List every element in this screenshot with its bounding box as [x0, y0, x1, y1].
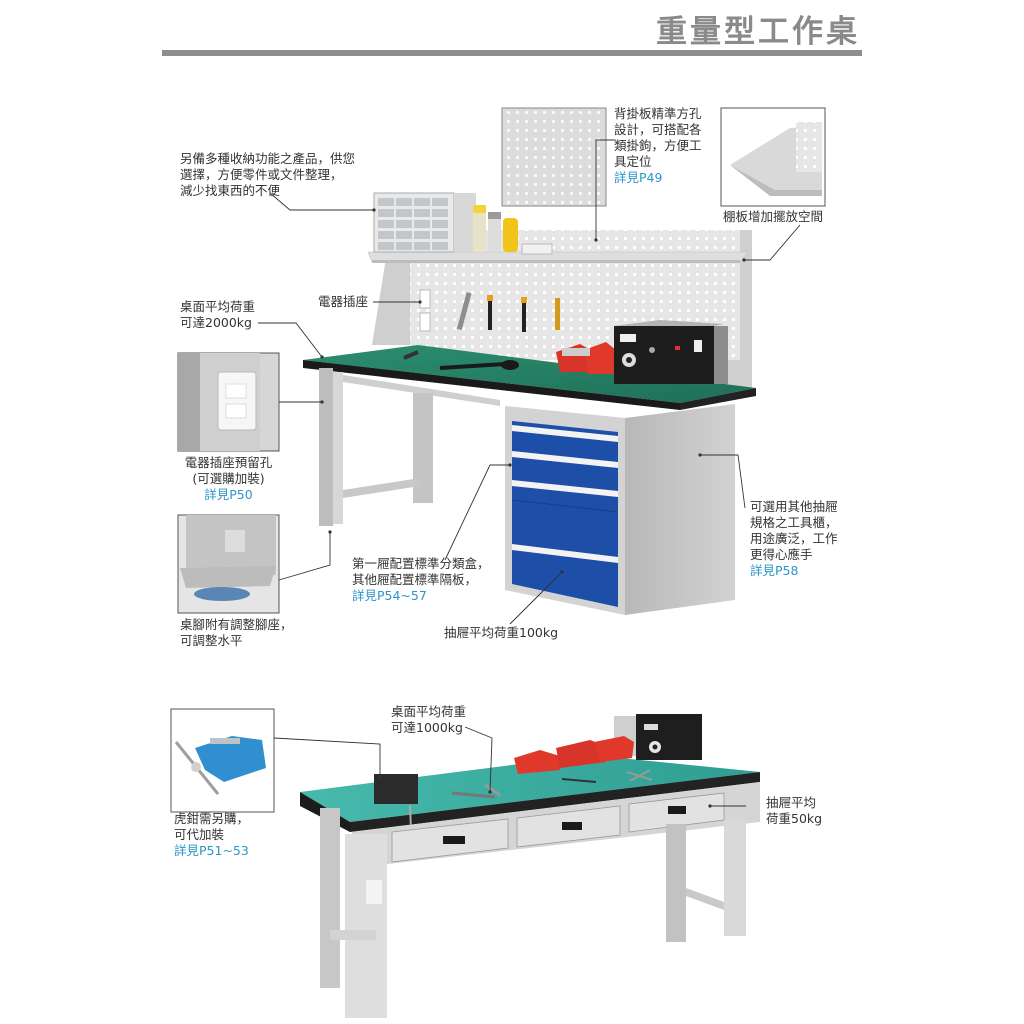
callout-line: 其他屜配置標準隔板，: [352, 572, 478, 587]
callout-line: 虎鉗需另購，: [174, 811, 250, 826]
callout-cabinet-options: 可選用其他抽屜 規格之工具櫃， 用途廣泛，工作 更得心應手 詳見P58: [750, 499, 838, 579]
callout-line: 減少找東西的不便: [180, 183, 281, 198]
shelf-thumbnail: [720, 107, 826, 207]
leader-lines: [258, 139, 801, 807]
drawer-apron: [352, 782, 760, 868]
page-reference-link[interactable]: 詳見P49: [614, 170, 663, 185]
page-reference-link[interactable]: 詳見P58: [750, 563, 799, 578]
leveler-thumbnail: [177, 514, 280, 614]
callout-vise: 虎鉗需另購， 可代加裝 詳見P51~53: [174, 811, 249, 859]
pegboard-thumbnail: [501, 107, 607, 207]
callout-line: 具定位: [614, 154, 652, 169]
page-title: 重量型工作桌: [656, 14, 860, 50]
outlet-reserve-thumbnail: [177, 352, 280, 452]
parts-cabinet: [373, 192, 476, 253]
page-reference-link[interactable]: 詳見P50: [204, 487, 253, 502]
callout-line: 第一屜配置標準分類盒，: [352, 556, 490, 571]
callout-line: 可達2000kg: [180, 315, 252, 330]
vise-thumbnail: [170, 708, 275, 813]
callout-drawer-load-50: 抽屜平均 荷重50kg: [766, 795, 822, 827]
callout-desk-load-2000: 桌面平均荷重 可達2000kg: [180, 299, 255, 331]
power-supply: [614, 320, 728, 384]
callout-storage: 另備多種收納功能之產品，供您 選擇，方便零件或文件整理， 減少找東西的不便: [180, 151, 355, 199]
callout-desk-load-1000: 桌面平均荷重 可達1000kg: [391, 704, 466, 736]
callout-line: 用途廣泛，工作: [750, 531, 838, 546]
callout-line: 荷重50kg: [766, 811, 823, 826]
callout-leveler: 桌腳附有調整腳座， 可調整水平: [180, 617, 293, 649]
page-reference-link[interactable]: 詳見P54~57: [352, 588, 427, 603]
callout-drawer-load-100: 抽屜平均荷重100kg: [444, 625, 559, 640]
red-bins-2: [514, 736, 634, 774]
callout-outlet: 電器插座: [318, 294, 369, 309]
callout-line: 可達1000kg: [391, 720, 463, 735]
page-reference-link[interactable]: 詳見P51~53: [174, 843, 249, 858]
title-underline: [162, 50, 862, 56]
callout-line: 規格之工具櫃，: [750, 515, 838, 530]
desktop-green: [303, 345, 756, 410]
callout-line: 桌腳附有調整腳座，: [180, 617, 293, 632]
callout-shelf: 棚板增加擺放空間: [723, 209, 824, 224]
callout-line: 可調整水平: [180, 633, 243, 648]
callout-line: 電器插座預留孔: [184, 455, 273, 470]
drawer-cabinet: [505, 404, 735, 615]
callout-line: 類掛鉤，方便工: [614, 138, 702, 153]
callout-outlet-reserve: 電器插座預留孔 (可選購加裝) 詳見P50: [178, 455, 279, 503]
callout-line: 桌面平均荷重: [391, 704, 467, 719]
callout-line: 桌面平均荷重: [180, 299, 256, 314]
callout-line: 抽屜平均: [766, 795, 817, 810]
bench-legs: [320, 808, 746, 1018]
callout-line: 另備多種收納功能之產品，供您: [180, 151, 356, 166]
callout-line: 更得心應手: [750, 547, 813, 562]
callout-line: 設計，可搭配各: [614, 122, 702, 137]
callout-line: 背掛板精準方孔: [614, 106, 702, 121]
callout-line: 可選用其他抽屜: [750, 499, 838, 514]
red-bins: [556, 342, 616, 374]
callout-line: 可代加裝: [174, 827, 225, 842]
callout-line: 選擇，方便零件或文件整理，: [180, 167, 343, 182]
callout-drawer-config: 第一屜配置標準分類盒， 其他屜配置標準隔板， 詳見P54~57: [352, 556, 490, 604]
callout-pegboard: 背掛板精準方孔 設計，可搭配各 類掛鉤，方便工 具定位 詳見P49: [614, 106, 702, 186]
left-leg-frame: [319, 368, 500, 526]
callout-line: (可選購加裝): [192, 471, 265, 486]
